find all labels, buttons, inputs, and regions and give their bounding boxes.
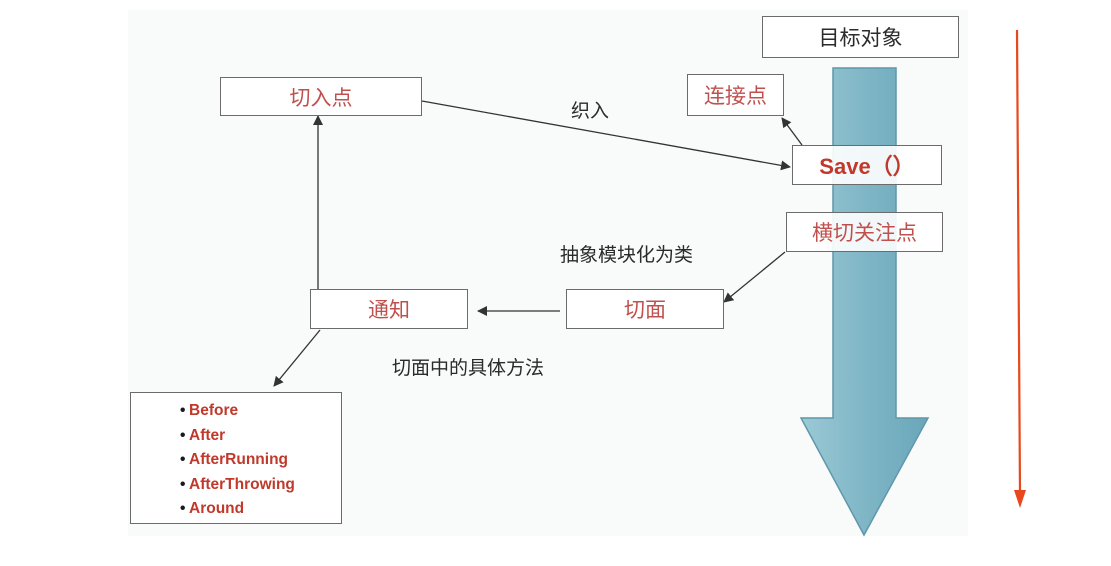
- timeline-arrowhead: [1014, 490, 1026, 508]
- target-object-box: 目标对象: [762, 16, 959, 58]
- aspect-box: 切面: [566, 289, 724, 329]
- advice-type-afterrunning: AfterRunning: [180, 448, 341, 473]
- weaving-connector: [421, 100, 791, 171]
- advice-type-after: After: [180, 424, 341, 449]
- abstract-to-class-label: 抽象模块化为类: [560, 244, 694, 266]
- execution-flow-arrow: [799, 67, 930, 537]
- advice-type-afterthrowing: AfterThrowing: [180, 473, 341, 498]
- crosscutting-concern-box: 横切关注点: [786, 212, 943, 252]
- pointcut-box: 切入点: [220, 77, 422, 116]
- advice-type-before: Before: [180, 399, 341, 424]
- joinpoint-connector: [781, 117, 803, 146]
- concern-to-aspect-connector: [723, 251, 786, 303]
- weaving-label: 织入: [571, 100, 610, 122]
- save-method-box: Save（）: [792, 145, 942, 185]
- joinpoint-box: 连接点: [687, 74, 784, 116]
- advice-box: 通知: [310, 289, 468, 329]
- aspect-methods-label: 切面中的具体方法: [392, 357, 545, 379]
- timeline-arrow: [1015, 29, 1022, 495]
- advice-types-list: Before After AfterRunning AfterThrowing …: [130, 392, 342, 524]
- advice-type-around: Around: [180, 497, 341, 522]
- advice-to-list-connector: [273, 329, 321, 387]
